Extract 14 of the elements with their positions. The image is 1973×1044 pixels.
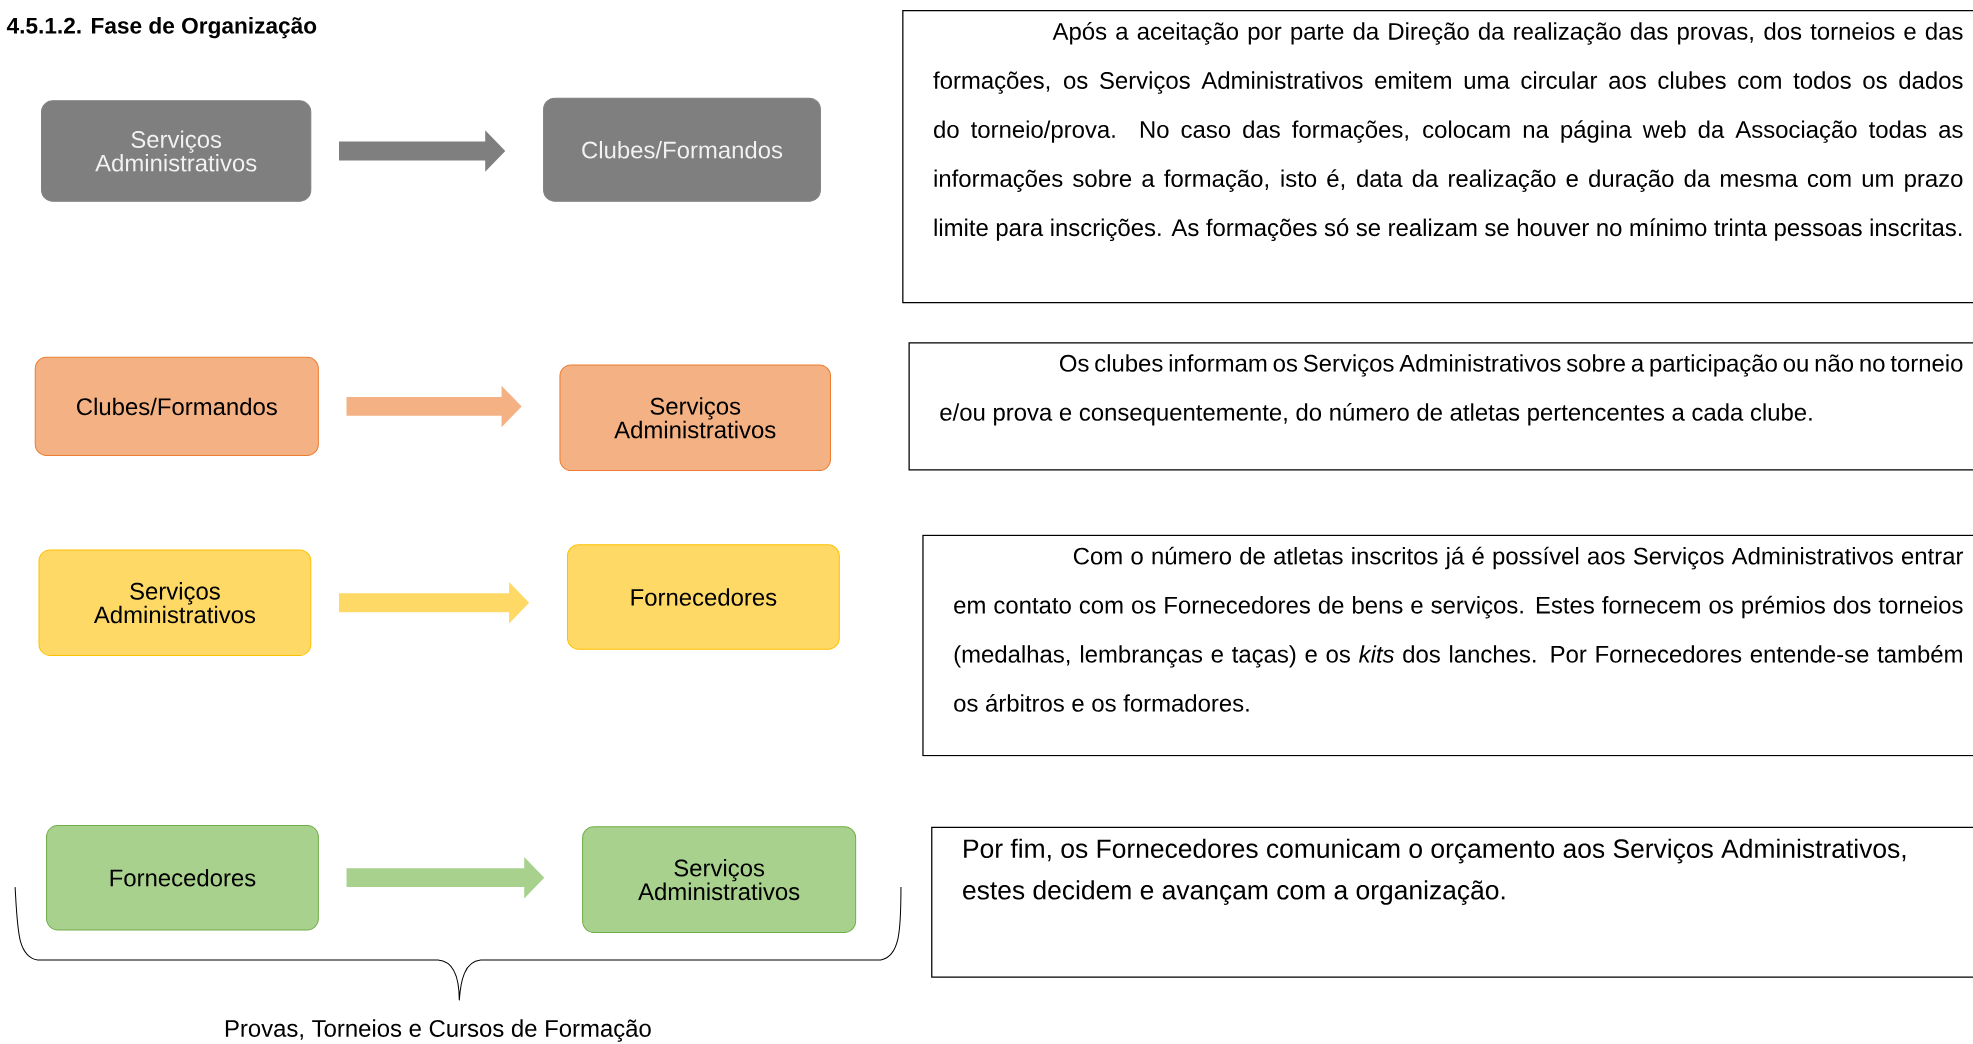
process-box: Clubes/Formandos — [543, 97, 821, 202]
text-box: Os clubes informam os Serviços Administrativos sobre a participação ou não no torneio e/ou prova e consequentemente, do número de atletas pertencentes a cada clube. — [908, 342, 1973, 471]
text-box: Com o número de atletas inscritos já é possível aos Serviços Administrativos entrar em contato com os Fornecedores de bens e serviços. Estes fornecem os prémios dos torneios (medalhas, lembranças e taças) e os kits dos lanches. Por Fornecedores entende-se também os árbitros e os formadores. — [922, 534, 1973, 757]
process-box: Serviços Administrativos — [582, 826, 857, 933]
text-box: Após a aceitação por parte da Direção da realização das provas, dos torneios e das formações, os Serviços Administrativos emitem uma circular aos clubes com todos os dados do torneio/prova. No caso das formações, colocam na página web da Associação todas as informações sobre a formação, isto é, data da realização e duração da mesma com um prazo limite para inscrições. As formações só se realizam se houver no mínimo trinta pessoas inscritas. — [902, 9, 1973, 304]
process-box: Serviços Administrativos — [559, 364, 831, 471]
brace-label: Provas, Torneios e Cursos de Formação — [225, 1019, 651, 1042]
process-box: Serviços Administrativos — [38, 549, 312, 656]
text-box: Por fim, os Fornecedores comunicam o orçamento aos Serviços Administrativos, estes decidem e avançam com a organização. — [931, 826, 1973, 978]
process-box: Serviços Administrativos — [41, 99, 312, 202]
process-box: Fornecedores — [46, 824, 319, 931]
heading: 4.5.1.2. Fase de Organização — [6, 16, 317, 39]
process-box: Fornecedores — [567, 544, 840, 650]
process-box: Clubes/Formandos — [34, 356, 319, 456]
